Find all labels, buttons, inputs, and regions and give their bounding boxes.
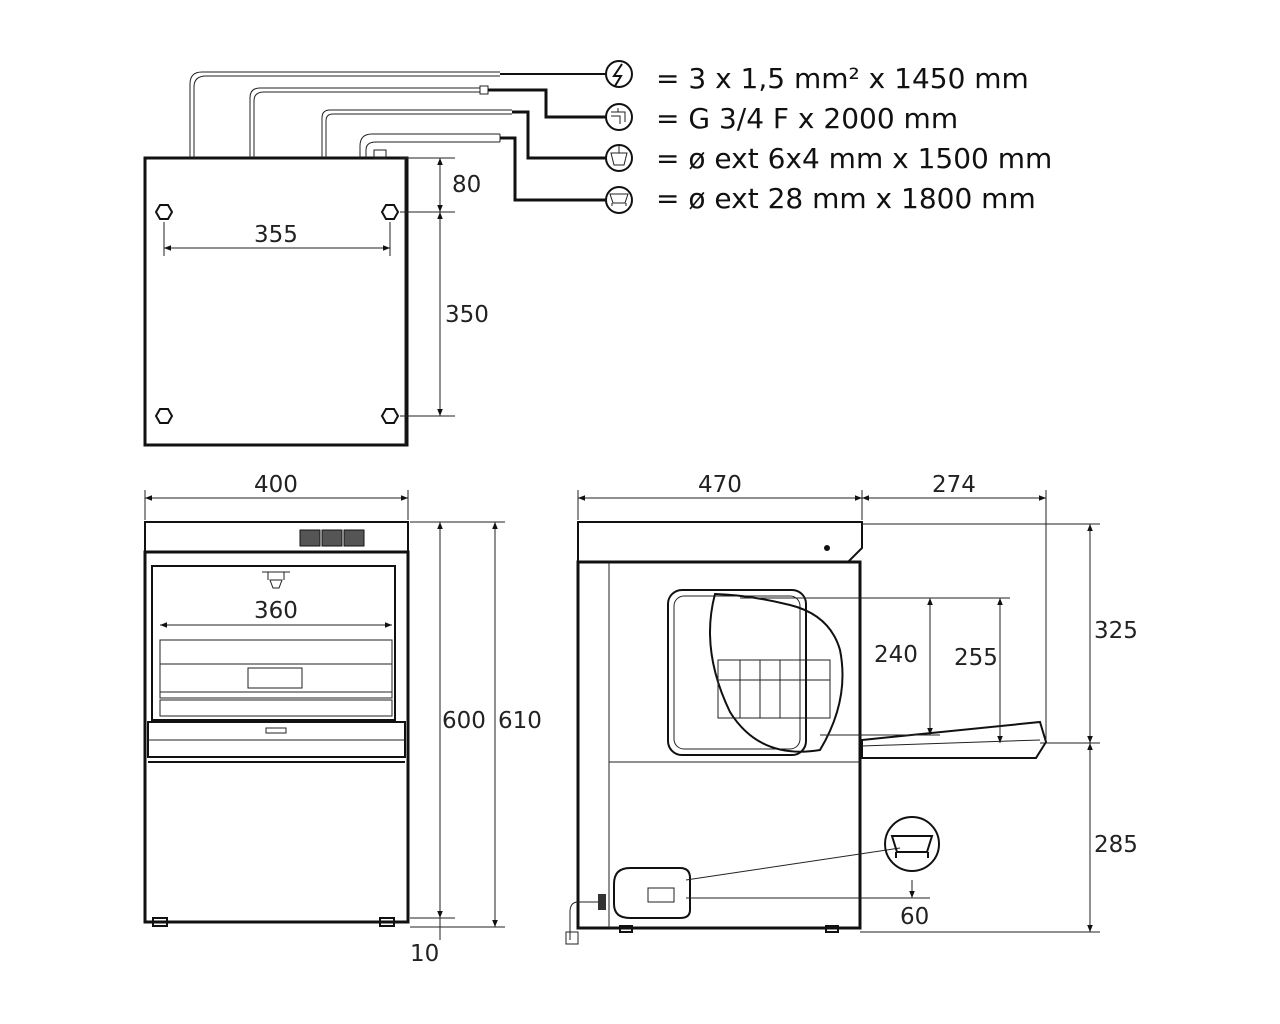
- dim-front-width: 400: [254, 472, 298, 498]
- dim-front-inner-width: 360: [254, 598, 298, 624]
- mounting-hole: [154, 204, 174, 220]
- dim-upper-height: 325: [1094, 618, 1138, 644]
- dim-overall-height: 610: [498, 708, 542, 734]
- side-drain-icon: [884, 816, 940, 872]
- dim-front-height: 600: [442, 708, 486, 734]
- dim-door-open-depth: 274: [932, 472, 976, 498]
- dim-lower-height: 285: [1094, 832, 1138, 858]
- dim-back-top-offset: 80: [452, 172, 481, 198]
- water-supply-icon: [605, 103, 633, 131]
- connection-power-text: = 3 x 1,5 mm² x 1450 mm: [656, 62, 1029, 95]
- back-view: [143, 71, 606, 447]
- dim-foot-height: 10: [410, 941, 439, 967]
- connection-drain-text: = ø ext 28 mm x 1800 mm: [656, 182, 1036, 215]
- power-cable: [189, 71, 500, 158]
- dim-basket-height-1: 240: [874, 642, 918, 668]
- drain-icon: [605, 186, 633, 214]
- dim-drain-height: 60: [900, 904, 929, 930]
- drain-hose: [359, 133, 500, 158]
- dim-back-vertical-spacing: 350: [445, 302, 489, 328]
- basket: [159, 639, 393, 717]
- mounting-hole: [380, 204, 400, 220]
- power-icon: [605, 60, 633, 88]
- detergent-hose: [321, 109, 512, 158]
- dim-back-hole-spacing: 355: [254, 222, 298, 248]
- mounting-hole: [154, 408, 174, 424]
- dim-side-depth: 470: [698, 472, 742, 498]
- front-view: [143, 490, 505, 940]
- dimension-labels: 355 80 350 400 360 600 610 10 470 274 32…: [254, 172, 1138, 967]
- side-view: [565, 490, 1100, 945]
- dim-basket-height-2: 255: [954, 645, 998, 671]
- water-hose: [249, 87, 480, 158]
- detergent-hose-icon: [605, 144, 633, 172]
- connection-water-text: = G 3/4 F x 2000 mm: [656, 102, 958, 135]
- mounting-hole: [380, 408, 400, 424]
- connection-detergent-text: = ø ext 6x4 mm x 1500 mm: [656, 142, 1052, 175]
- connection-legend: = 3 x 1,5 mm² x 1450 mm = G 3/4 F x 2000…: [656, 62, 1052, 215]
